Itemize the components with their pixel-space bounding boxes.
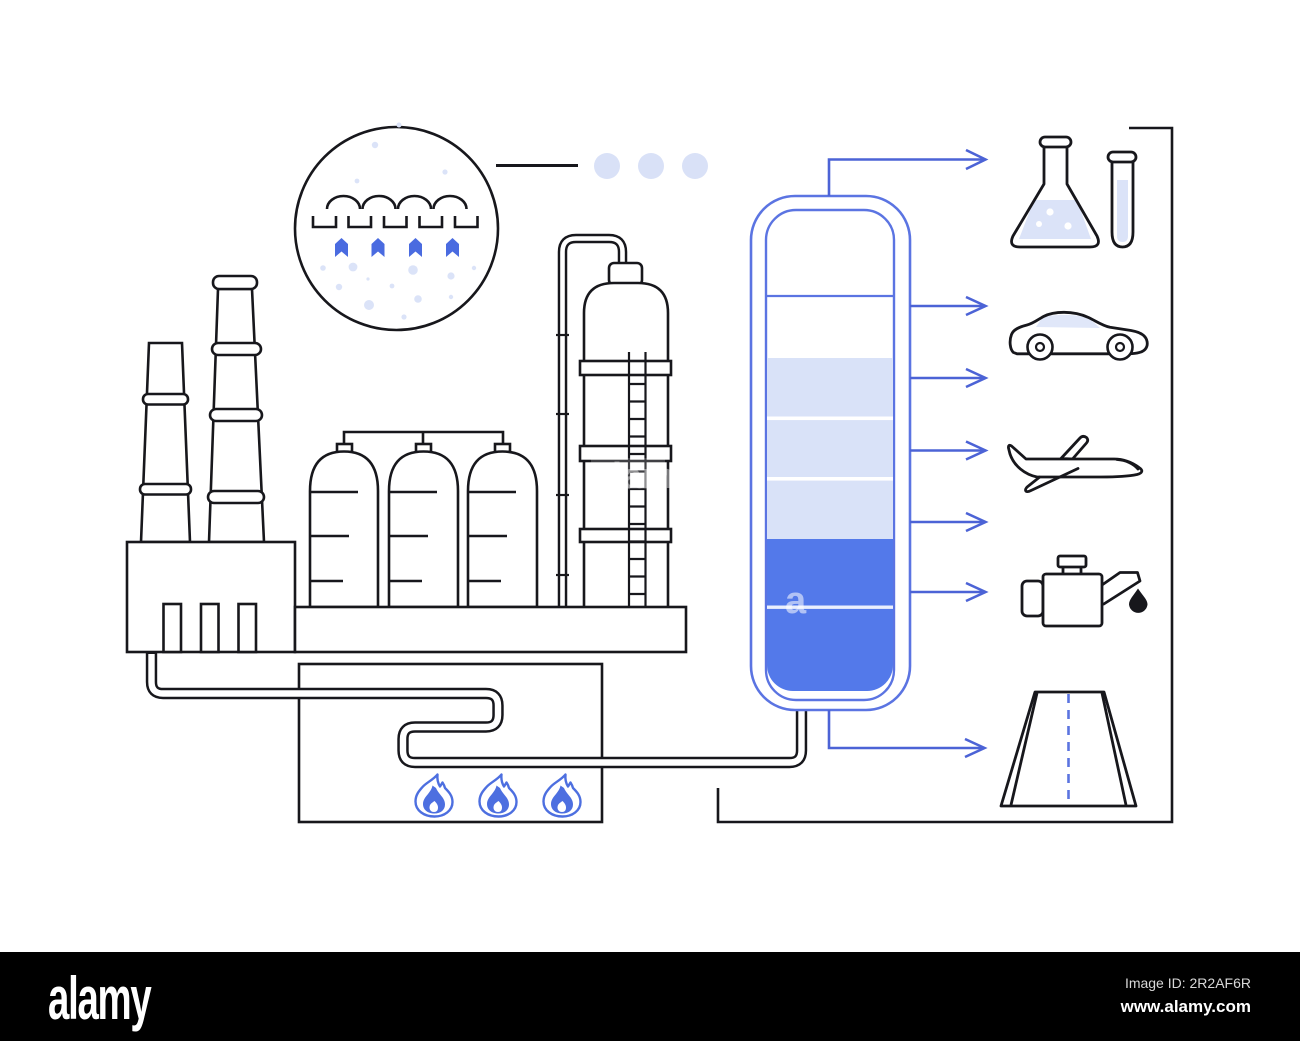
svg-text:alamy: alamy bbox=[592, 455, 694, 496]
svg-text:alamy: alamy bbox=[48, 964, 152, 1032]
svg-text:Image ID: 2R2AF6R: Image ID: 2R2AF6R bbox=[1125, 975, 1251, 991]
svg-text:www.alamy.com: www.alamy.com bbox=[1120, 997, 1251, 1016]
svg-text:a: a bbox=[785, 580, 807, 622]
